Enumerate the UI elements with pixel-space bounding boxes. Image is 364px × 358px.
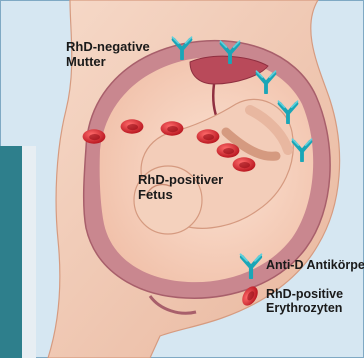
red-blood-cell-icon (121, 119, 144, 133)
legend-erythrocyte-line1: RhD-positive (266, 287, 343, 301)
fetus-label-line1: RhD-positiver (138, 172, 223, 187)
legend-erythrocyte-label: RhD-positive Erythrozyten (266, 287, 343, 315)
white-side-strip (22, 146, 36, 358)
fetus-label-line2: Fetus (138, 187, 223, 202)
mother-label-line2: Mutter (66, 54, 150, 69)
mother-label: RhD-negative Mutter (66, 39, 150, 69)
red-blood-cell-icon (233, 157, 256, 171)
fetus-label: RhD-positiver Fetus (138, 172, 223, 202)
red-blood-cell-icon (83, 129, 106, 143)
legend-antibody-label: Anti-D Antikörper (266, 258, 364, 272)
red-blood-cell-icon (161, 121, 184, 135)
red-blood-cell-icon (197, 129, 220, 143)
legend-erythrocyte-line2: Erythrozyten (266, 301, 343, 315)
teal-side-band (0, 146, 22, 358)
mother-label-line1: RhD-negative (66, 39, 150, 54)
red-blood-cell-icon (217, 143, 240, 157)
